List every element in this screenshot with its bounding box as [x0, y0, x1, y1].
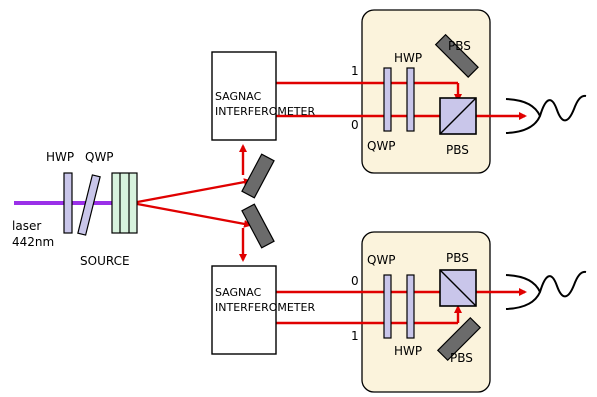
top-pbs-cube-label: PBS: [446, 143, 469, 157]
source-label: SOURCE: [80, 254, 130, 268]
source-hwp-waveplate: [63, 172, 73, 234]
bottom-port-1-label: 1: [351, 329, 359, 343]
top-port-1-label: 1: [351, 64, 359, 78]
fiber-icon: [539, 270, 587, 298]
source-crystal: [111, 172, 138, 234]
top-sagnac-label-line2: INTERFEROMETER: [215, 105, 315, 118]
beam-source-to-top-mirror: [131, 178, 252, 205]
bottom-pbs-cube-label: PBS: [446, 251, 469, 265]
bottom-sagnac-interferometer: [211, 265, 277, 355]
top-pbs-mirror-label: PBS: [448, 39, 471, 53]
source-qwp-waveplate: [77, 174, 101, 236]
top-routing-mirror: [241, 153, 275, 199]
fiber-icon: [539, 94, 587, 122]
laser-label: laser: [12, 219, 41, 233]
top-hwp-label: HWP: [394, 51, 422, 65]
top-port-0-label: 0: [351, 118, 359, 132]
bottom-pbs-mirror: [436, 316, 482, 362]
top-sagnac-interferometer: [211, 51, 277, 141]
bottom-sagnac-label-line2: INTERFEROMETER: [215, 301, 315, 314]
top-pbs-cube: [439, 97, 477, 135]
top-qwp-waveplate: [383, 67, 392, 132]
top-sagnac-label-line1: SAGNAC: [215, 90, 262, 103]
top-hwp-waveplate: [406, 67, 415, 132]
source-qwp-label: QWP: [85, 150, 114, 164]
top-pbs-mirror: [434, 33, 479, 78]
bottom-hwp-label: HWP: [394, 344, 422, 358]
bottom-qwp-label: QWP: [367, 253, 396, 267]
bottom-pbs-cube: [439, 269, 477, 307]
bottom-routing-mirror: [241, 203, 275, 249]
laser-wavelength-label: 442nm: [12, 235, 54, 249]
beam-source-to-bottom-mirror: [131, 201, 252, 228]
bottom-port-0-label: 0: [351, 274, 359, 288]
source-hwp-label: HWP: [46, 150, 74, 164]
bottom-qwp-waveplate: [383, 274, 392, 339]
bottom-hwp-waveplate: [406, 274, 415, 339]
bottom-pbs-mirror-label: PBS: [450, 351, 473, 365]
bottom-sagnac-label-line1: SAGNAC: [215, 286, 262, 299]
top-qwp-label: QWP: [367, 139, 396, 153]
